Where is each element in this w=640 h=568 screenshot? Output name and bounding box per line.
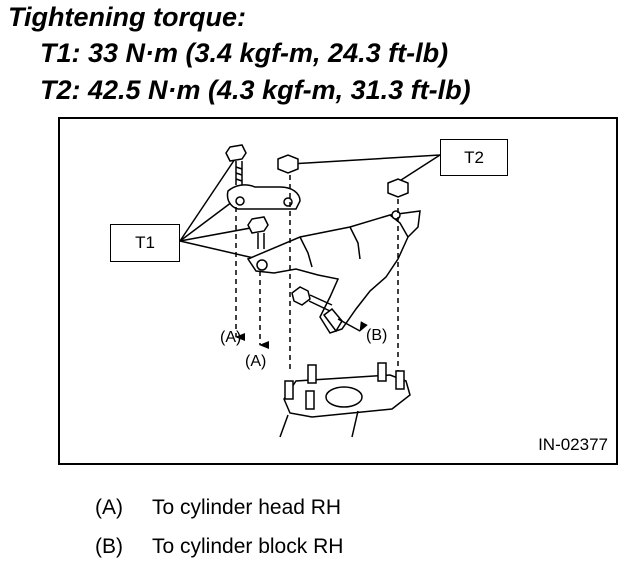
upper-bracket xyxy=(226,184,301,210)
t1-torque-spec: T1: 33 N·m (3.4 kgf-m, 24.3 ft-lb) xyxy=(40,38,449,68)
nut-right xyxy=(387,178,409,198)
stud xyxy=(307,364,317,384)
t1-leader-line xyxy=(179,240,259,260)
stud xyxy=(377,362,387,382)
t2-leader-line xyxy=(289,154,441,165)
t1-leader-line xyxy=(179,198,237,242)
bolt-middle xyxy=(247,216,269,234)
t2-torque-spec: T2: 42.5 N·m (4.3 kgf-m, 31.3 ft-lb) xyxy=(40,75,471,105)
stud xyxy=(284,380,294,400)
t1-leader-line xyxy=(179,158,236,242)
bolt-b xyxy=(291,286,311,306)
arrow-label-a-upper: (A) xyxy=(220,329,242,346)
legend-key-a: (A) xyxy=(95,496,123,519)
arrow-label-a-lower: (A) xyxy=(245,353,267,370)
arrow-label-b: (B) xyxy=(366,327,388,344)
legend-text-a: To cylinder head RH xyxy=(152,496,342,519)
legend-text-b: To cylinder block RH xyxy=(152,535,344,558)
figure-id: IN-02377 xyxy=(538,435,608,454)
t2-callout: T2 xyxy=(440,139,508,176)
diagram-drawing xyxy=(179,144,441,438)
nut-upper-center xyxy=(277,154,299,174)
stud xyxy=(395,370,405,390)
t1-callout: T1 xyxy=(110,224,180,262)
t1-leader-line xyxy=(179,226,257,242)
bolt-upper-left xyxy=(225,144,247,162)
engine-mount-diagram: T1 T2 (A) (A) (B) IN-02377 xyxy=(58,117,618,465)
t2-leader-line xyxy=(397,154,441,183)
torque-title: Tightening torque: xyxy=(8,2,246,32)
legend-key-b: (B) xyxy=(95,535,123,558)
stud xyxy=(305,390,315,410)
